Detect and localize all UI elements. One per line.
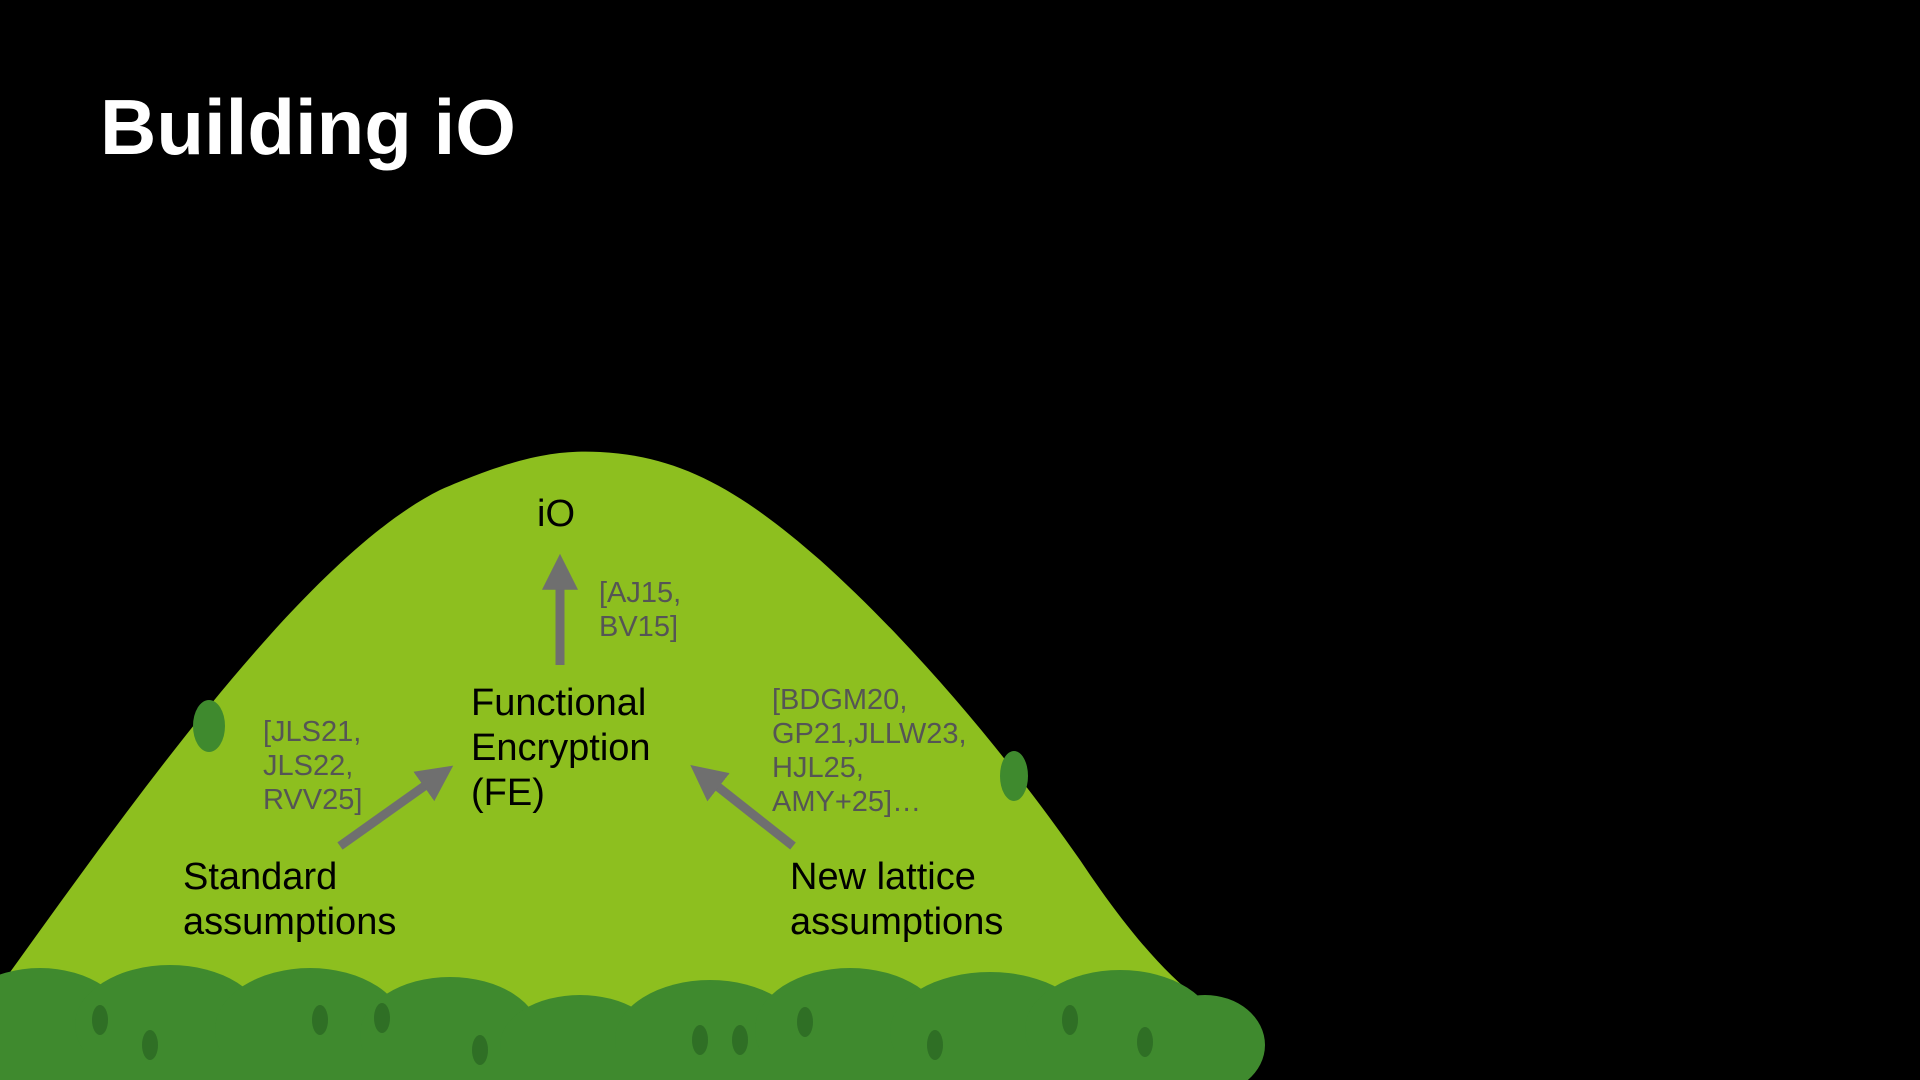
node-standard-assumptions: Standard assumptions [183,855,396,945]
citation-standard-to-fe: [JLS21, JLS22, RVV25] [263,715,362,817]
node-io: iO [537,492,575,537]
right-side-bush [1000,751,1028,801]
citation-line: GP21,JLLW23, [772,718,967,750]
citation-line: JLS22, [263,750,354,782]
citation-line: BV15] [599,611,678,643]
node-fe: Functional Encryption (FE) [471,681,651,816]
node-fe-line: (FE) [471,772,545,814]
node-standard-line: assumptions [183,901,397,943]
citation-lattice-to-fe: [BDGM20, GP21,JLLW23, HJL25, AMY+25]… [772,683,967,819]
citation-line: RVV25] [263,784,363,816]
citation-line: HJL25, [772,752,864,784]
node-new-lattice-assumptions: New lattice assumptions [790,855,1003,945]
citation-fe-to-io: [AJ15, BV15] [599,576,681,644]
citation-line: [AJ15, [599,577,682,609]
citation-line: [BDGM20, [772,684,908,716]
node-lattice-line: assumptions [790,901,1004,943]
citation-line: AMY+25]… [772,786,922,818]
node-standard-line: Standard [183,856,338,898]
base-bushes [0,965,1265,1080]
arrow-standard-to-fe [337,765,454,850]
left-side-bush [193,700,225,752]
node-fe-line: Functional [471,682,647,724]
node-fe-line: Encryption [471,727,651,769]
citation-line: [JLS21, [263,716,362,748]
node-io-label: iO [537,493,575,535]
node-lattice-line: New lattice [790,856,976,898]
slide-title: Building iO [100,83,516,171]
arrow-lattice-to-fe [690,764,796,850]
hill [0,451,1200,1080]
